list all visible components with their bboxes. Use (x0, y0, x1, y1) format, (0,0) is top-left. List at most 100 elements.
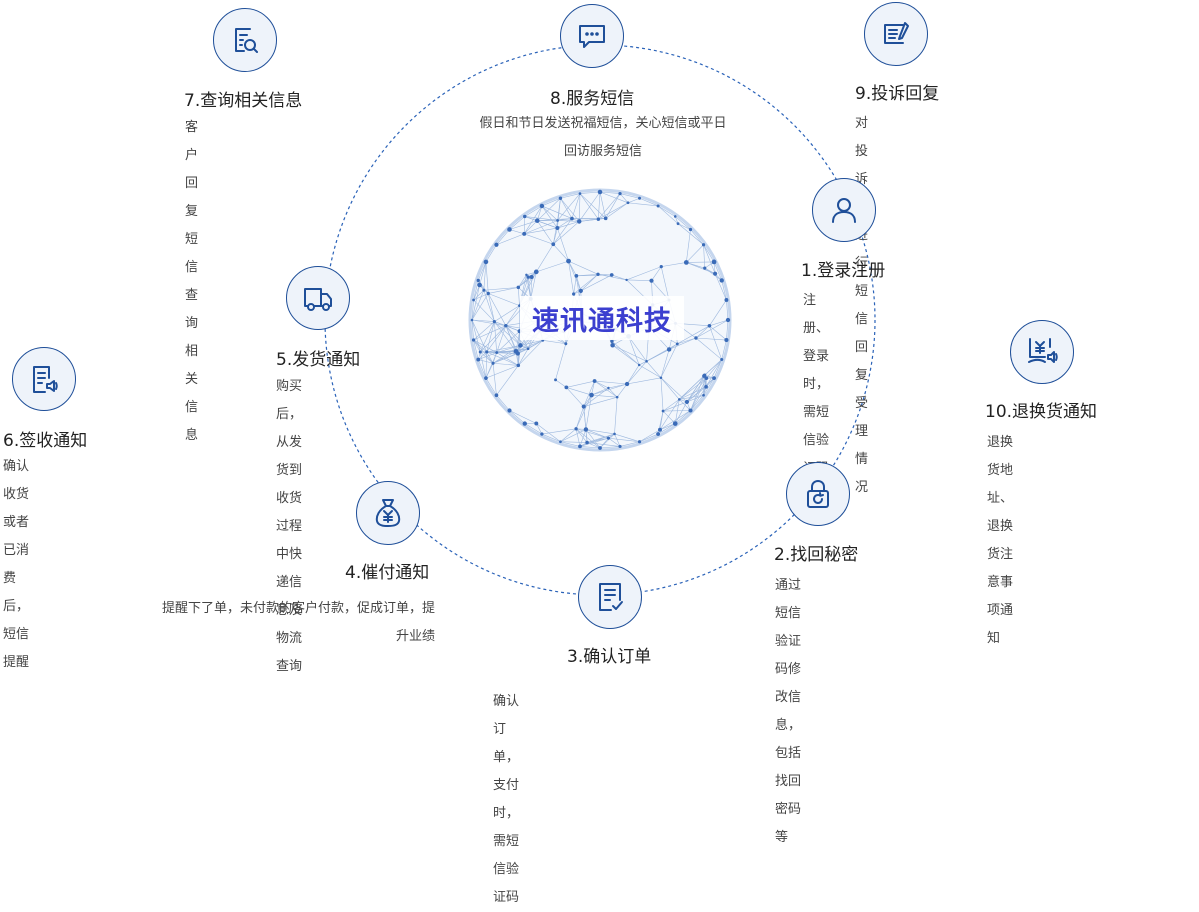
globe-node (667, 347, 671, 351)
node-title: 3.确认订单 (567, 642, 651, 667)
globe-node (491, 362, 494, 365)
globe-node (493, 320, 496, 323)
globe-node (507, 227, 512, 232)
globe-node (523, 215, 526, 218)
globe-node (598, 446, 602, 450)
globe-node (704, 385, 708, 389)
globe-node (610, 340, 613, 343)
node-desc: 确认收货或者已消费后， 短信提醒 (3, 453, 29, 677)
money-bag-icon (356, 481, 420, 545)
user-icon (812, 178, 876, 242)
globe-node (494, 243, 498, 247)
globe-node (584, 427, 588, 431)
globe-node (579, 192, 582, 195)
node-desc: 确认订单，支付时，需短信验证码 (493, 688, 519, 912)
globe-node (484, 376, 488, 380)
globe-node (484, 260, 489, 265)
globe-node (523, 421, 527, 425)
globe-node (525, 274, 527, 276)
globe-node (517, 286, 520, 289)
globe-node (685, 400, 689, 404)
globe-node (516, 351, 520, 355)
globe-node (535, 218, 540, 223)
globe-node (589, 393, 594, 398)
sms-service-diagram: 速讯通科技 7.查询相关信息 客户回复短信查询相关信息 8.服务短信 假日和节日… (0, 0, 1199, 710)
globe-node (556, 219, 559, 222)
globe-node (702, 243, 705, 246)
node-desc: 假日和节日发送祝福短信，关心短信或平日 回访服务短信 (458, 110, 748, 166)
node-title: 4.催付通知 (345, 558, 429, 583)
checklist-icon (578, 565, 642, 629)
node-title: 8.服务短信 (550, 84, 634, 109)
desc-line: 短信提醒 (3, 621, 29, 677)
globe-node (472, 299, 475, 302)
globe-node (645, 360, 648, 363)
globe-node (627, 201, 630, 204)
globe-node (708, 324, 712, 328)
globe-node (534, 270, 539, 275)
edit-document-icon (864, 2, 928, 66)
globe-node (472, 338, 475, 341)
globe-node (482, 289, 485, 292)
globe-node (559, 197, 562, 200)
globe-node (638, 197, 641, 200)
globe-node (720, 358, 723, 361)
globe-node (712, 376, 716, 380)
globe-node (705, 376, 709, 380)
globe-node (477, 279, 480, 282)
globe-node (702, 394, 705, 397)
globe-node (564, 386, 568, 390)
globe-node (625, 382, 629, 386)
globe-node (660, 265, 663, 268)
globe-node (554, 378, 557, 381)
globe-node (507, 408, 511, 412)
globe-node (566, 259, 571, 264)
globe-node (555, 226, 559, 230)
globe-node (607, 437, 610, 440)
globe-node (471, 319, 474, 322)
node-desc: 通过短信验证码修改信息，包括找回密码等 (775, 572, 801, 852)
refund-icon (1010, 320, 1074, 384)
globe-node (658, 428, 662, 432)
globe-node (703, 267, 706, 270)
node-desc: 退换货地址、退换货注意事项通知 (987, 429, 1013, 653)
globe-node (574, 427, 577, 430)
globe-node (689, 228, 692, 231)
globe-node (575, 274, 579, 278)
globe-node (495, 351, 498, 354)
globe-node (597, 217, 600, 220)
globe-node (577, 219, 582, 224)
globe-node (676, 342, 679, 345)
globe-node (720, 278, 724, 282)
document-sound-icon (12, 347, 76, 411)
globe-node (479, 350, 482, 353)
node-desc: 对投诉方进行短信回复受理情况 (855, 110, 868, 502)
globe-node (610, 273, 614, 277)
center-brand-label: 速讯通科技 (520, 296, 684, 340)
globe-node (688, 408, 692, 412)
desc-line: 回访服务短信 (458, 138, 748, 166)
node-desc: 注册、登录时，需短信验证码 (803, 287, 829, 483)
node-title: 1.登录注册 (801, 256, 885, 281)
globe-node (726, 318, 730, 322)
truck-icon (286, 266, 350, 330)
node-title: 10.退换货通知 (985, 397, 1097, 422)
globe-node (579, 289, 583, 293)
globe-node (540, 432, 543, 435)
globe-node (487, 292, 490, 295)
node-desc: 客户回复短信查询相关信息 (185, 114, 198, 450)
globe-node (684, 260, 689, 265)
globe-node (724, 298, 728, 302)
globe-node (694, 336, 697, 339)
globe-node (638, 364, 640, 366)
node-desc: 购买后，从发货到收货过程中快 递信息及物流查询 (276, 373, 302, 681)
globe-node (638, 440, 641, 443)
globe-node (604, 217, 608, 221)
globe-node (660, 377, 663, 380)
globe-node (517, 364, 521, 368)
globe-node (618, 192, 621, 195)
globe-node (578, 445, 582, 449)
globe-node (596, 273, 599, 276)
globe-node (530, 275, 534, 279)
globe-node (540, 204, 544, 208)
